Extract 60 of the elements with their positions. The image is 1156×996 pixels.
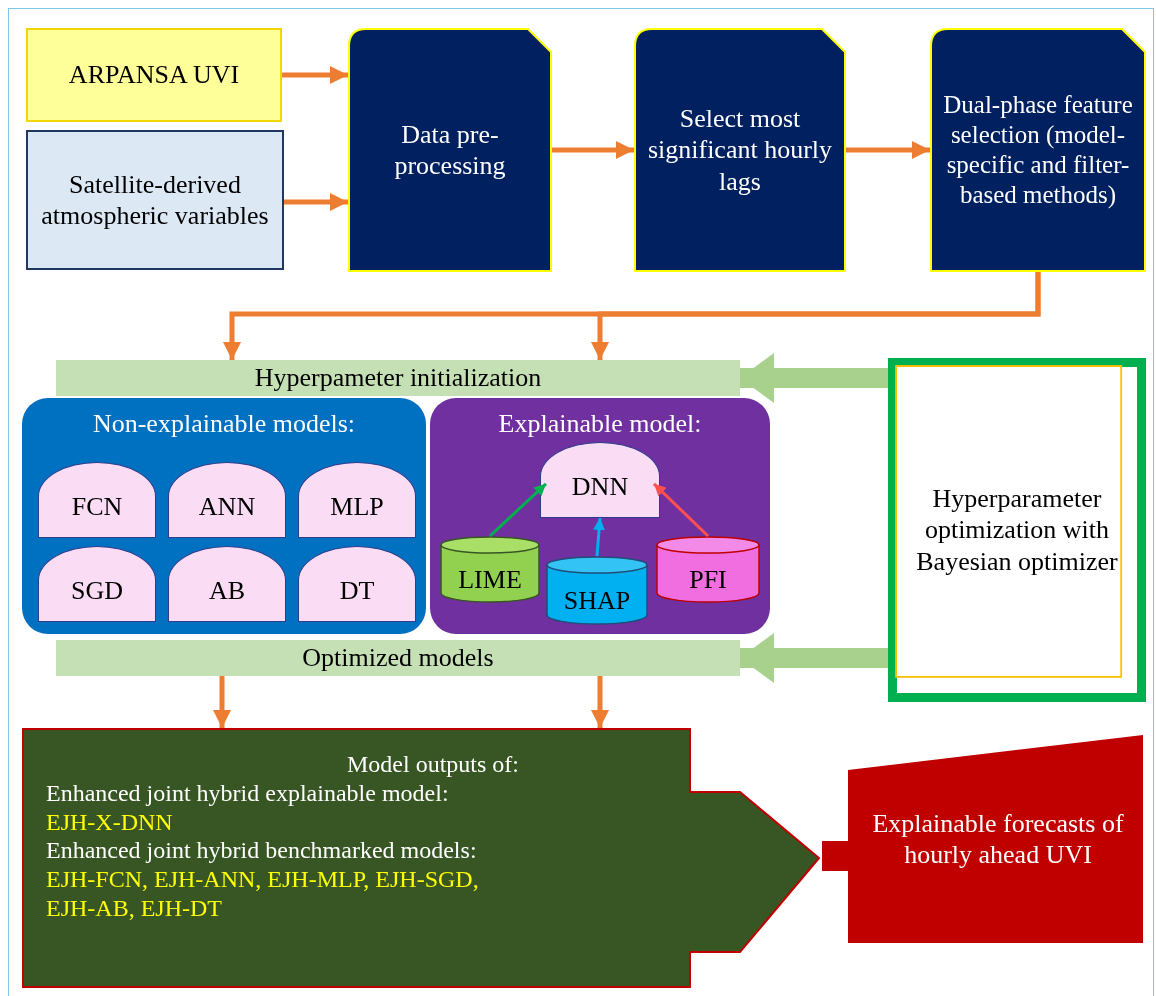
arrow xyxy=(652,482,710,538)
node-label: Model outputs of: xyxy=(347,750,519,779)
node-label: SGD xyxy=(71,575,123,607)
process-box xyxy=(930,28,1146,272)
stage-band xyxy=(56,640,740,676)
node-label: Explainable forecasts of hourly ahead UVI xyxy=(871,807,1125,871)
input-box xyxy=(26,130,284,270)
optimizer-box xyxy=(888,358,1146,702)
process-box xyxy=(348,28,552,272)
arrow xyxy=(846,141,930,159)
model-box xyxy=(298,546,416,622)
arrow xyxy=(740,633,888,683)
node-label: PFI xyxy=(689,564,727,596)
node-label: Enhanced joint hybrid explainable model: xyxy=(46,778,449,808)
arrow xyxy=(488,482,548,538)
model-group-panel xyxy=(430,398,770,634)
result-box xyxy=(822,735,1144,943)
model-group-panel xyxy=(22,398,426,634)
node-label: Data pre-processing xyxy=(393,118,507,182)
arrow xyxy=(213,676,231,728)
model-box xyxy=(38,546,156,622)
process-box xyxy=(634,28,846,272)
node-label: MLP xyxy=(330,491,384,523)
arrow xyxy=(591,272,1041,360)
method-cylinder xyxy=(656,536,760,602)
stage-band xyxy=(56,360,740,396)
panel-heading: Non-explainable models: xyxy=(92,408,356,440)
arrow xyxy=(552,141,634,159)
input-box xyxy=(26,28,282,122)
node-label: ANN xyxy=(198,491,256,523)
node-label: DT xyxy=(339,575,375,607)
node-label: Hyperpameter initialization xyxy=(254,362,542,394)
arrow xyxy=(591,676,609,728)
node-label: Optimized models xyxy=(302,642,494,674)
node-label: Hyperparameter optimization with Bayesian optimizer xyxy=(915,483,1119,577)
node-label: SHAP xyxy=(563,585,631,617)
output-arrow-shape xyxy=(22,728,820,988)
model-box xyxy=(168,462,286,538)
model-box xyxy=(298,462,416,538)
arrow xyxy=(740,353,888,403)
node-label: AB xyxy=(208,575,246,607)
arrow xyxy=(593,517,606,557)
panel-heading: Explainable model: xyxy=(498,408,702,440)
method-cylinder xyxy=(440,536,540,602)
node-label: Enhanced joint hybrid benchmarked models: xyxy=(46,836,477,866)
arrow xyxy=(284,193,348,211)
model-box xyxy=(38,462,156,538)
node-label: Dual-phase feature selection (model-specific and filter-based methods) xyxy=(942,90,1134,210)
model-box xyxy=(168,546,286,622)
node-label: Select most significant hourly lags xyxy=(646,103,834,197)
model-names: EJH-FCN, EJH-ANN, EJH-MLP, EJH-SGD, EJH-AB, EJH-DT xyxy=(46,865,480,923)
node-label: DNN xyxy=(571,471,629,503)
node-label: LIME xyxy=(458,564,522,596)
arrow xyxy=(282,66,348,84)
node-label: Satellite-derived atmospheric variables xyxy=(40,168,270,232)
node-label: ARPANSA UVI xyxy=(68,59,240,91)
method-cylinder xyxy=(546,556,648,624)
model-names: EJH-X-DNN xyxy=(46,807,173,837)
model-box xyxy=(540,442,660,518)
node-label: FCN xyxy=(71,491,123,523)
